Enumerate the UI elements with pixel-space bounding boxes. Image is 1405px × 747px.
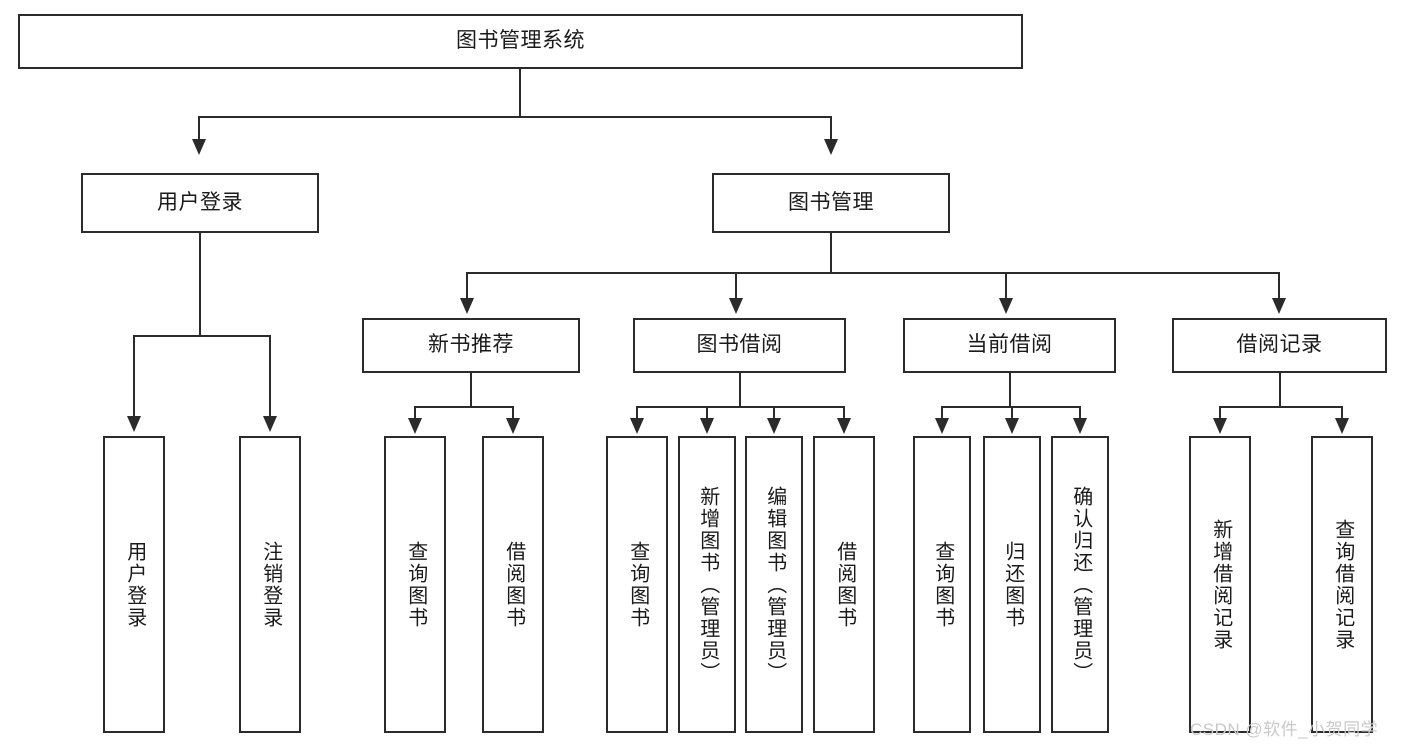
- connector-bb-stem: [739, 373, 741, 406]
- arrowhead-to-current-borrow: [999, 298, 1013, 314]
- leaf-query-book-recommend-label: 查询图书: [404, 540, 427, 629]
- leaf-logout-login-label: 注销登录: [259, 540, 282, 629]
- leaf-user-login-label: 用户登录: [123, 540, 146, 629]
- arrowhead-leaf-query-book-cb: [935, 418, 949, 434]
- connector-bm-drop-1: [466, 272, 468, 300]
- leaf-user-login[interactable]: 用户登录: [103, 436, 165, 733]
- node-book-borrow[interactable]: 图书借阅: [633, 318, 846, 373]
- node-book-management-label: 图书管理: [788, 190, 874, 214]
- arrowhead-to-new-book-recommend: [460, 298, 474, 314]
- connector-root-drop-left: [198, 116, 200, 141]
- arrowhead-leaf-confirm-return: [1073, 418, 1087, 434]
- connector-cb-drop-2: [1011, 406, 1013, 420]
- leaf-borrow-book-recommend[interactable]: 借阅图书: [482, 436, 544, 733]
- arrowhead-to-book-management: [824, 139, 838, 155]
- connector-bb-drop-2: [706, 406, 708, 420]
- leaf-confirm-return-admin[interactable]: 确认归还（管理员）: [1051, 436, 1109, 733]
- connector-bm-drop-4: [1278, 272, 1280, 300]
- node-borrow-record-label: 借阅记录: [1236, 333, 1323, 357]
- connector-nbr-drop-2: [512, 406, 514, 420]
- arrowhead-leaf-user-login: [127, 416, 141, 432]
- connector-nbr-drop-1: [414, 406, 416, 420]
- leaf-query-book-borrow[interactable]: 查询图书: [606, 436, 668, 733]
- arrowhead-leaf-return-book: [1005, 418, 1019, 434]
- connector-bb-drop-4: [843, 406, 845, 420]
- connector-bb-drop-1: [636, 406, 638, 420]
- leaf-add-book-admin-label: 新增图书（管理员）: [696, 485, 719, 684]
- leaf-query-borrow-record[interactable]: 查询借阅记录: [1311, 436, 1373, 733]
- leaf-borrow-book-recommend-label: 借阅图书: [502, 540, 525, 629]
- arrowhead-leaf-query-book-nbr: [408, 418, 422, 434]
- connector-book-management-bus: [466, 272, 1280, 274]
- arrowhead-leaf-query-book-bb: [630, 418, 644, 434]
- leaf-query-book-recommend[interactable]: 查询图书: [384, 436, 446, 733]
- leaf-return-book-label: 归还图书: [1001, 540, 1024, 629]
- leaf-add-book-admin[interactable]: 新增图书（管理员）: [678, 436, 736, 733]
- arrowhead-to-user-login: [192, 139, 206, 155]
- leaf-edit-book-admin[interactable]: 编辑图书（管理员）: [745, 436, 803, 733]
- node-new-book-recommend-label: 新书推荐: [428, 333, 514, 357]
- connector-root-bus: [198, 116, 832, 118]
- leaf-query-borrow-record-label: 查询借阅记录: [1331, 518, 1354, 651]
- leaf-add-borrow-record[interactable]: 新增借阅记录: [1189, 436, 1251, 733]
- leaf-query-book-borrow-label: 查询图书: [626, 540, 649, 629]
- arrowhead-to-borrow-record: [1272, 298, 1286, 314]
- node-borrow-record[interactable]: 借阅记录: [1172, 318, 1387, 373]
- connector-user-login-stem: [199, 233, 201, 335]
- connector-book-management-stem: [830, 233, 832, 272]
- connector-cb-bus: [941, 406, 1080, 408]
- node-book-management[interactable]: 图书管理: [712, 173, 950, 233]
- arrowhead-leaf-query-borrow-record: [1335, 418, 1349, 434]
- arrowhead-leaf-add-borrow-record: [1213, 418, 1227, 434]
- connector-br-drop-1: [1219, 406, 1221, 420]
- leaf-query-book-current-label: 查询图书: [931, 540, 954, 629]
- connector-br-bus: [1219, 406, 1343, 408]
- connector-nbr-stem: [470, 373, 472, 406]
- arrowhead-leaf-edit-book: [767, 418, 781, 434]
- connector-user-login-drop-2: [269, 335, 271, 418]
- leaf-confirm-return-admin-label: 确认归还（管理员）: [1069, 485, 1092, 684]
- node-book-borrow-label: 图书借阅: [696, 333, 783, 357]
- leaf-query-book-current[interactable]: 查询图书: [913, 436, 971, 733]
- connector-nbr-bus: [414, 406, 513, 408]
- arrowhead-leaf-logout-login: [263, 416, 277, 432]
- arrowhead-leaf-borrow-book-nbr: [506, 418, 520, 434]
- node-user-login-label: 用户登录: [157, 190, 243, 214]
- connector-bm-drop-2: [735, 272, 737, 300]
- node-current-borrow-label: 当前借阅: [966, 333, 1053, 357]
- node-new-book-recommend[interactable]: 新书推荐: [362, 318, 580, 373]
- arrowhead-leaf-borrow-book-bb: [837, 418, 851, 434]
- connector-bb-bus: [636, 406, 844, 408]
- leaf-borrow-book[interactable]: 借阅图书: [813, 436, 875, 733]
- connector-user-login-bus: [133, 335, 270, 337]
- leaf-add-borrow-record-label: 新增借阅记录: [1209, 518, 1232, 651]
- connector-cb-drop-3: [1079, 406, 1081, 420]
- leaf-edit-book-admin-label: 编辑图书（管理员）: [763, 485, 786, 684]
- connector-br-stem: [1279, 373, 1281, 406]
- connector-br-drop-2: [1341, 406, 1343, 420]
- node-user-login[interactable]: 用户登录: [81, 173, 319, 233]
- connector-bb-drop-3: [773, 406, 775, 420]
- node-root[interactable]: 图书管理系统: [18, 14, 1023, 69]
- node-root-label: 图书管理系统: [456, 29, 585, 53]
- leaf-return-book[interactable]: 归还图书: [983, 436, 1041, 733]
- node-current-borrow[interactable]: 当前借阅: [903, 318, 1116, 373]
- connector-root-drop-right: [830, 116, 832, 141]
- connector-cb-stem: [1009, 373, 1011, 406]
- connector-root-stem: [519, 69, 521, 116]
- arrowhead-to-book-borrow: [729, 298, 743, 314]
- leaf-logout-login[interactable]: 注销登录: [239, 436, 301, 733]
- connector-user-login-drop-1: [133, 335, 135, 418]
- arrowhead-leaf-add-book: [700, 418, 714, 434]
- connector-cb-drop-1: [941, 406, 943, 420]
- leaf-borrow-book-label: 借阅图书: [833, 540, 856, 629]
- connector-bm-drop-3: [1005, 272, 1007, 300]
